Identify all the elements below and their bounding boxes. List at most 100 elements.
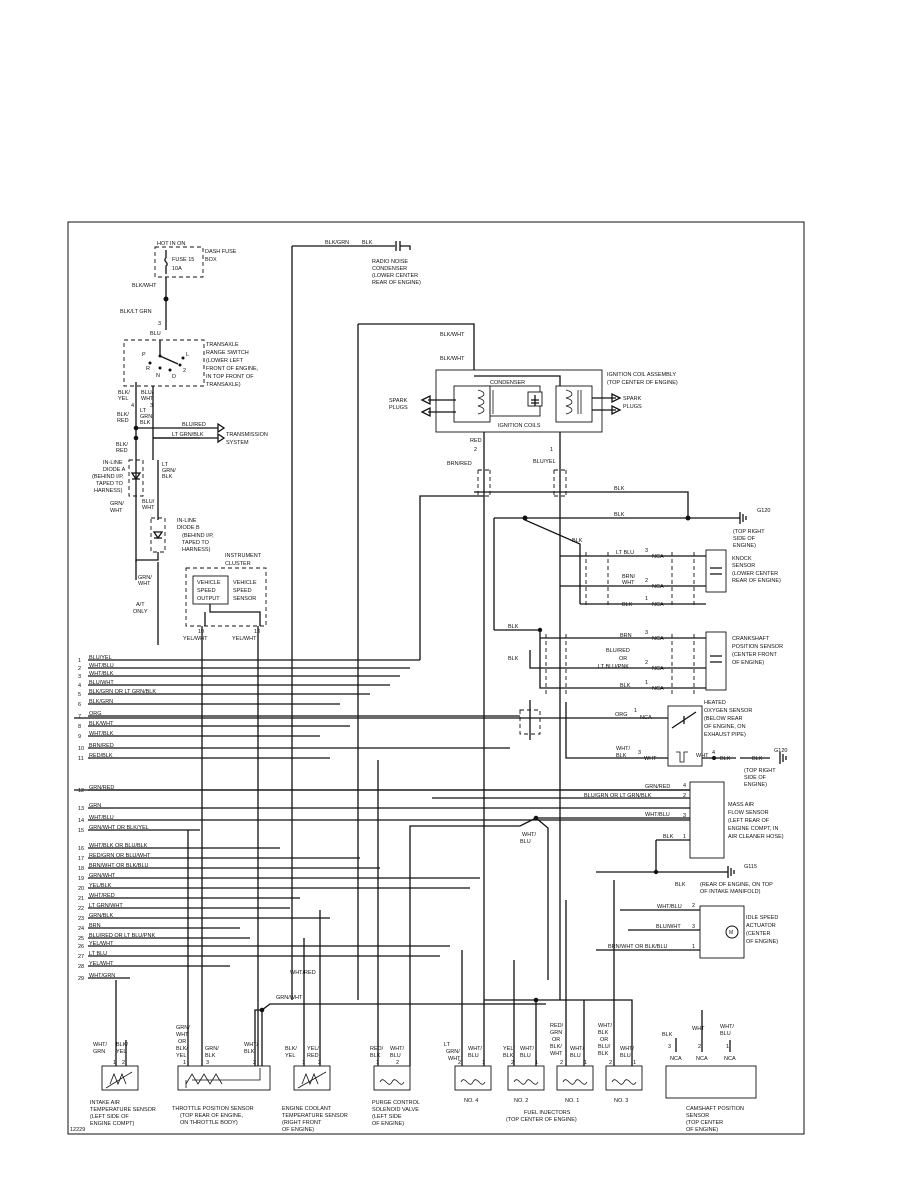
svg-text:SOLENOID VALVE: SOLENOID VALVE — [372, 1107, 419, 1113]
svg-text:BLK/WHT: BLK/WHT — [132, 283, 157, 289]
svg-text:D: D — [172, 374, 176, 380]
svg-text:BLK/: BLK/ — [116, 442, 128, 448]
svg-text:(BELOW REAR: (BELOW REAR — [704, 716, 743, 722]
svg-text:PLUGS: PLUGS — [623, 404, 642, 410]
svg-text:RED: RED — [307, 1053, 319, 1059]
svg-text:WHT: WHT — [110, 508, 123, 514]
svg-text:BLK: BLK — [362, 240, 373, 246]
svg-text:INTAKE AIR: INTAKE AIR — [90, 1100, 120, 1106]
ecm-wire-label: WHT/BLU — [89, 815, 114, 821]
svg-text:YEL/WHT: YEL/WHT — [183, 636, 208, 642]
svg-text:2: 2 — [692, 903, 695, 909]
svg-text:OF ENGINE): OF ENGINE) — [686, 1127, 718, 1133]
svg-text:WHT/: WHT/ — [522, 832, 537, 838]
svg-text:OF INTAKE MANIFOLD): OF INTAKE MANIFOLD) — [700, 889, 761, 895]
svg-text:BLK: BLK — [614, 512, 625, 518]
ecm-wire-label: BLU/YEL — [89, 655, 112, 661]
svg-text:(LOWER CENTER: (LOWER CENTER — [372, 273, 418, 279]
middle-junctions: WHT/RED GRN/WHT — [254, 970, 633, 1066]
svg-text:SPEED: SPEED — [233, 588, 252, 594]
instrument-cluster: INSTRUMENT CLUSTER VEHICLE SPEED OUTPUT … — [183, 553, 267, 642]
svg-text:(TOP CENTER OF ENGINE): (TOP CENTER OF ENGINE) — [607, 380, 678, 386]
svg-text:NCA: NCA — [652, 554, 664, 560]
svg-text:BLU/YEL: BLU/YEL — [533, 459, 556, 465]
svg-text:WHT/BLU: WHT/BLU — [657, 904, 682, 910]
svg-text:WHT: WHT — [138, 581, 151, 587]
svg-text:BLK: BLK — [503, 1053, 514, 1059]
ecm-pin-number: 25 — [78, 936, 84, 942]
svg-text:BLK: BLK — [662, 1032, 673, 1038]
svg-text:2: 2 — [560, 1060, 563, 1066]
svg-text:2: 2 — [645, 660, 648, 666]
svg-text:WHT: WHT — [550, 1051, 563, 1057]
svg-text:YEL/: YEL/ — [503, 1046, 515, 1052]
svg-text:HARNESS): HARNESS) — [94, 488, 123, 494]
svg-text:WHT: WHT — [448, 1056, 461, 1062]
svg-text:10: 10 — [198, 629, 204, 635]
svg-text:YEL: YEL — [116, 1049, 126, 1055]
ecm-pin-number: 2 — [78, 666, 81, 672]
svg-text:WHT: WHT — [692, 1026, 705, 1032]
svg-text:(TOP RIGHT: (TOP RIGHT — [744, 768, 776, 774]
svg-text:BLK: BLK — [508, 656, 519, 662]
ecm-wire-label: BLU/WHT — [89, 680, 114, 686]
svg-text:BLK/WHT: BLK/WHT — [440, 332, 465, 338]
ecm-wire-label: WHT/RED — [89, 893, 115, 899]
svg-text:(TOP REAR OF ENGINE,: (TOP REAR OF ENGINE, — [180, 1113, 244, 1119]
fuel-injectors: LT GRN/ WHT WHT/ BLU YEL/ BLK WHT/ BLU R… — [444, 880, 643, 1123]
svg-text:NO. 1: NO. 1 — [565, 1098, 579, 1104]
svg-text:NCA: NCA — [652, 666, 664, 672]
ecm-wire-label: GRN/BLK — [89, 913, 113, 919]
svg-text:G120: G120 — [757, 508, 770, 514]
ignition-coil-assembly: BLK/WHT BLK/WHT IGNITION COIL ASSEMBLY (… — [357, 323, 678, 1000]
svg-text:R: R — [146, 366, 150, 372]
svg-text:SPARK: SPARK — [623, 396, 642, 402]
svg-text:GRN/RED: GRN/RED — [645, 784, 670, 790]
svg-text:(TOP CENTER: (TOP CENTER — [686, 1120, 723, 1126]
svg-text:IN TOP FRONT OF: IN TOP FRONT OF — [206, 374, 254, 380]
svg-text:FLOW SENSOR: FLOW SENSOR — [728, 810, 769, 816]
svg-text:BLK/: BLK/ — [550, 1044, 562, 1050]
ecm-wire-label: GRN — [89, 803, 101, 809]
svg-text:(TOP CENTER OF ENGINE): (TOP CENTER OF ENGINE) — [506, 1117, 577, 1123]
svg-text:SIDE OF: SIDE OF — [733, 536, 756, 542]
ecm-wire-label: WHT/BLK — [89, 671, 114, 677]
svg-text:DASH FUSE: DASH FUSE — [205, 249, 237, 255]
svg-text:TEMPERATURE SENSOR: TEMPERATURE SENSOR — [90, 1107, 156, 1113]
diagram-frame — [67, 221, 805, 1135]
svg-text:SIDE OF: SIDE OF — [744, 775, 767, 781]
svg-text:GRN: GRN — [93, 1049, 105, 1055]
svg-text:TEMPERATURE SENSOR: TEMPERATURE SENSOR — [282, 1113, 348, 1119]
svg-text:G120: G120 — [774, 748, 787, 754]
svg-text:WHT/: WHT/ — [720, 1024, 735, 1030]
svg-text:LT BLU/PNK: LT BLU/PNK — [598, 664, 629, 670]
svg-text:OXYGEN SENSOR: OXYGEN SENSOR — [704, 708, 752, 714]
svg-text:BLK: BLK — [572, 538, 583, 544]
svg-text:BLK: BLK — [508, 624, 519, 630]
ecm-wire-label: BLK/WHT — [89, 721, 114, 727]
svg-text:NO. 2: NO. 2 — [514, 1098, 528, 1104]
ecm-pin-number: 10 — [78, 746, 84, 752]
svg-text:IDLE SPEED: IDLE SPEED — [746, 915, 778, 921]
svg-text:(LEFT SIDE OF: (LEFT SIDE OF — [90, 1114, 129, 1120]
svg-text:YEL: YEL — [285, 1053, 295, 1059]
ecm-wire-label: LT BLU — [89, 951, 107, 957]
svg-text:RED/: RED/ — [550, 1023, 564, 1029]
svg-text:NCA: NCA — [652, 584, 664, 590]
svg-text:3: 3 — [645, 548, 648, 554]
svg-text:DIODE A: DIODE A — [103, 467, 126, 473]
svg-text:BLK: BLK — [720, 756, 731, 762]
ecm-pin-number: 18 — [78, 866, 84, 872]
ecm-pin-number: 5 — [78, 692, 81, 698]
svg-text:NCA: NCA — [652, 636, 664, 642]
svg-text:3: 3 — [683, 813, 686, 819]
svg-text:1: 1 — [645, 596, 648, 602]
svg-text:SENSOR: SENSOR — [732, 563, 755, 569]
svg-text:OR: OR — [552, 1037, 560, 1043]
ecm-pin-number: 11 — [78, 756, 84, 762]
svg-text:A/T: A/T — [136, 602, 145, 608]
svg-text:GRN: GRN — [550, 1030, 562, 1036]
svg-text:ENGINE COOLANT: ENGINE COOLANT — [282, 1106, 332, 1112]
